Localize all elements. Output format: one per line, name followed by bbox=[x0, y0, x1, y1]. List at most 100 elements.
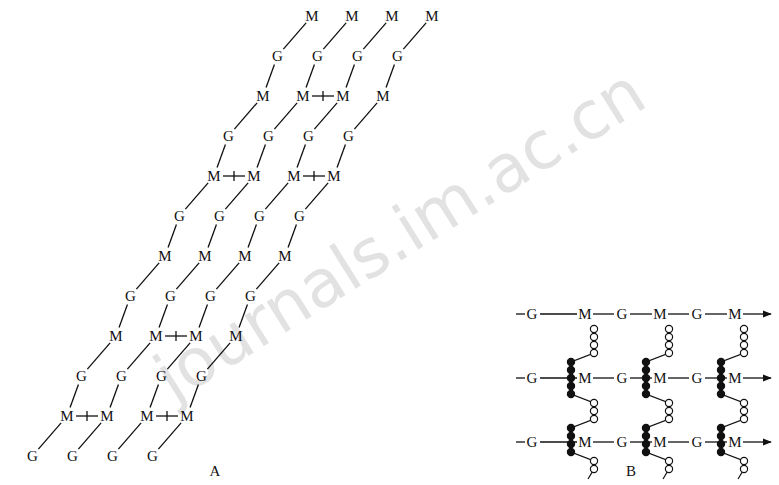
chain-bond bbox=[540, 313, 577, 314]
filled-residue bbox=[567, 432, 574, 439]
monomer-letter: G bbox=[107, 449, 118, 464]
monomer-letter: M bbox=[198, 249, 211, 264]
filled-residue bbox=[642, 440, 649, 447]
cross-link bbox=[175, 331, 176, 341]
monomer-letter: M bbox=[578, 307, 591, 322]
monomer-letter: M bbox=[385, 9, 398, 24]
chain-bond bbox=[87, 343, 110, 369]
chain-bond bbox=[248, 224, 256, 247]
chain-bond bbox=[207, 343, 230, 369]
open-residue bbox=[590, 341, 597, 348]
monomer-letter: G bbox=[27, 449, 38, 464]
chain-bond bbox=[158, 423, 181, 449]
monomer-letter: G bbox=[692, 371, 703, 386]
filled-residue bbox=[717, 374, 724, 381]
chain-bond bbox=[323, 23, 346, 49]
open-residue bbox=[590, 333, 597, 340]
monomer-letter: G bbox=[692, 435, 703, 450]
panel-label: B bbox=[626, 464, 636, 479]
chain-bond bbox=[190, 384, 198, 407]
chain-bond bbox=[167, 343, 190, 369]
open-residue bbox=[740, 349, 747, 356]
open-residue bbox=[740, 457, 747, 464]
monomer-letter: M bbox=[207, 169, 220, 184]
monomer-letter: M bbox=[296, 89, 309, 104]
chain-bond bbox=[110, 384, 118, 407]
monomer-letter: M bbox=[149, 329, 162, 344]
chain-bond bbox=[265, 183, 288, 209]
monomer-letter: M bbox=[653, 307, 666, 322]
monomer-letter: M bbox=[653, 371, 666, 386]
open-residue bbox=[590, 399, 597, 406]
monomer-letter: M bbox=[578, 371, 591, 386]
monomer-letter: M bbox=[100, 409, 113, 424]
chain-bond bbox=[705, 313, 727, 314]
cross-link bbox=[233, 171, 234, 181]
open-residue bbox=[740, 415, 747, 422]
chain-bond bbox=[668, 377, 689, 378]
filled-residue bbox=[567, 358, 574, 365]
monomer-letter: G bbox=[343, 129, 354, 144]
chain-bond bbox=[217, 144, 225, 167]
chain-bond bbox=[314, 103, 337, 129]
monomer-letter: M bbox=[180, 409, 193, 424]
monomer-letter: G bbox=[352, 49, 363, 64]
monomer-letter: G bbox=[67, 449, 78, 464]
open-residue bbox=[665, 415, 672, 422]
monomer-letter: M bbox=[278, 249, 291, 264]
chain-bond bbox=[630, 313, 652, 314]
monomer-letter: M bbox=[158, 249, 171, 264]
filled-residue bbox=[717, 358, 724, 365]
chain-bond bbox=[297, 144, 305, 167]
cross-link bbox=[322, 91, 323, 101]
monomer-letter: M bbox=[578, 435, 591, 450]
monomer-letter: M bbox=[140, 409, 153, 424]
monomer-letter: M bbox=[189, 329, 202, 344]
monomer-letter: M bbox=[728, 307, 741, 322]
chain-bond bbox=[283, 23, 306, 49]
monomer-letter: M bbox=[653, 435, 666, 450]
monomer-letter: G bbox=[205, 289, 216, 304]
monomer-letter: G bbox=[165, 289, 176, 304]
chain-bond bbox=[176, 263, 199, 289]
filled-residue bbox=[642, 424, 649, 431]
open-residue bbox=[665, 325, 672, 332]
chain-arrow bbox=[743, 377, 771, 378]
chain-bond bbox=[225, 183, 248, 209]
open-residue bbox=[590, 465, 597, 472]
chain-bond bbox=[70, 384, 78, 407]
chain-bond bbox=[668, 313, 689, 314]
filled-residue bbox=[717, 440, 724, 447]
filled-residue bbox=[642, 390, 649, 397]
monomer-letter: G bbox=[76, 369, 87, 384]
monomer-letter: G bbox=[692, 307, 703, 322]
chain-bond bbox=[159, 304, 167, 327]
monomer-letter: M bbox=[425, 9, 438, 24]
filled-residue bbox=[642, 432, 649, 439]
chain-bond bbox=[516, 441, 525, 442]
monomer-letter: G bbox=[196, 369, 207, 384]
filled-residue bbox=[642, 448, 649, 455]
cross-link bbox=[166, 411, 167, 421]
monomer-letter: G bbox=[617, 435, 628, 450]
cross-link bbox=[313, 171, 314, 181]
chain-bond bbox=[354, 103, 377, 129]
chain-bond bbox=[306, 64, 314, 87]
open-residue bbox=[665, 399, 672, 406]
open-residue bbox=[740, 465, 747, 472]
filled-residue bbox=[717, 382, 724, 389]
chain-bond bbox=[239, 304, 247, 327]
chain-bond bbox=[199, 304, 207, 327]
monomer-letter: G bbox=[156, 369, 167, 384]
open-residue bbox=[590, 415, 597, 422]
chain-bond bbox=[127, 343, 150, 369]
monomer-letter: M bbox=[256, 89, 269, 104]
monomer-letter: M bbox=[305, 9, 318, 24]
filled-residue bbox=[642, 374, 649, 381]
chain-bond bbox=[119, 304, 127, 327]
chain-bond bbox=[363, 23, 386, 49]
chain-bond bbox=[337, 144, 345, 167]
open-residue bbox=[740, 341, 747, 348]
monomer-letter: M bbox=[336, 89, 349, 104]
